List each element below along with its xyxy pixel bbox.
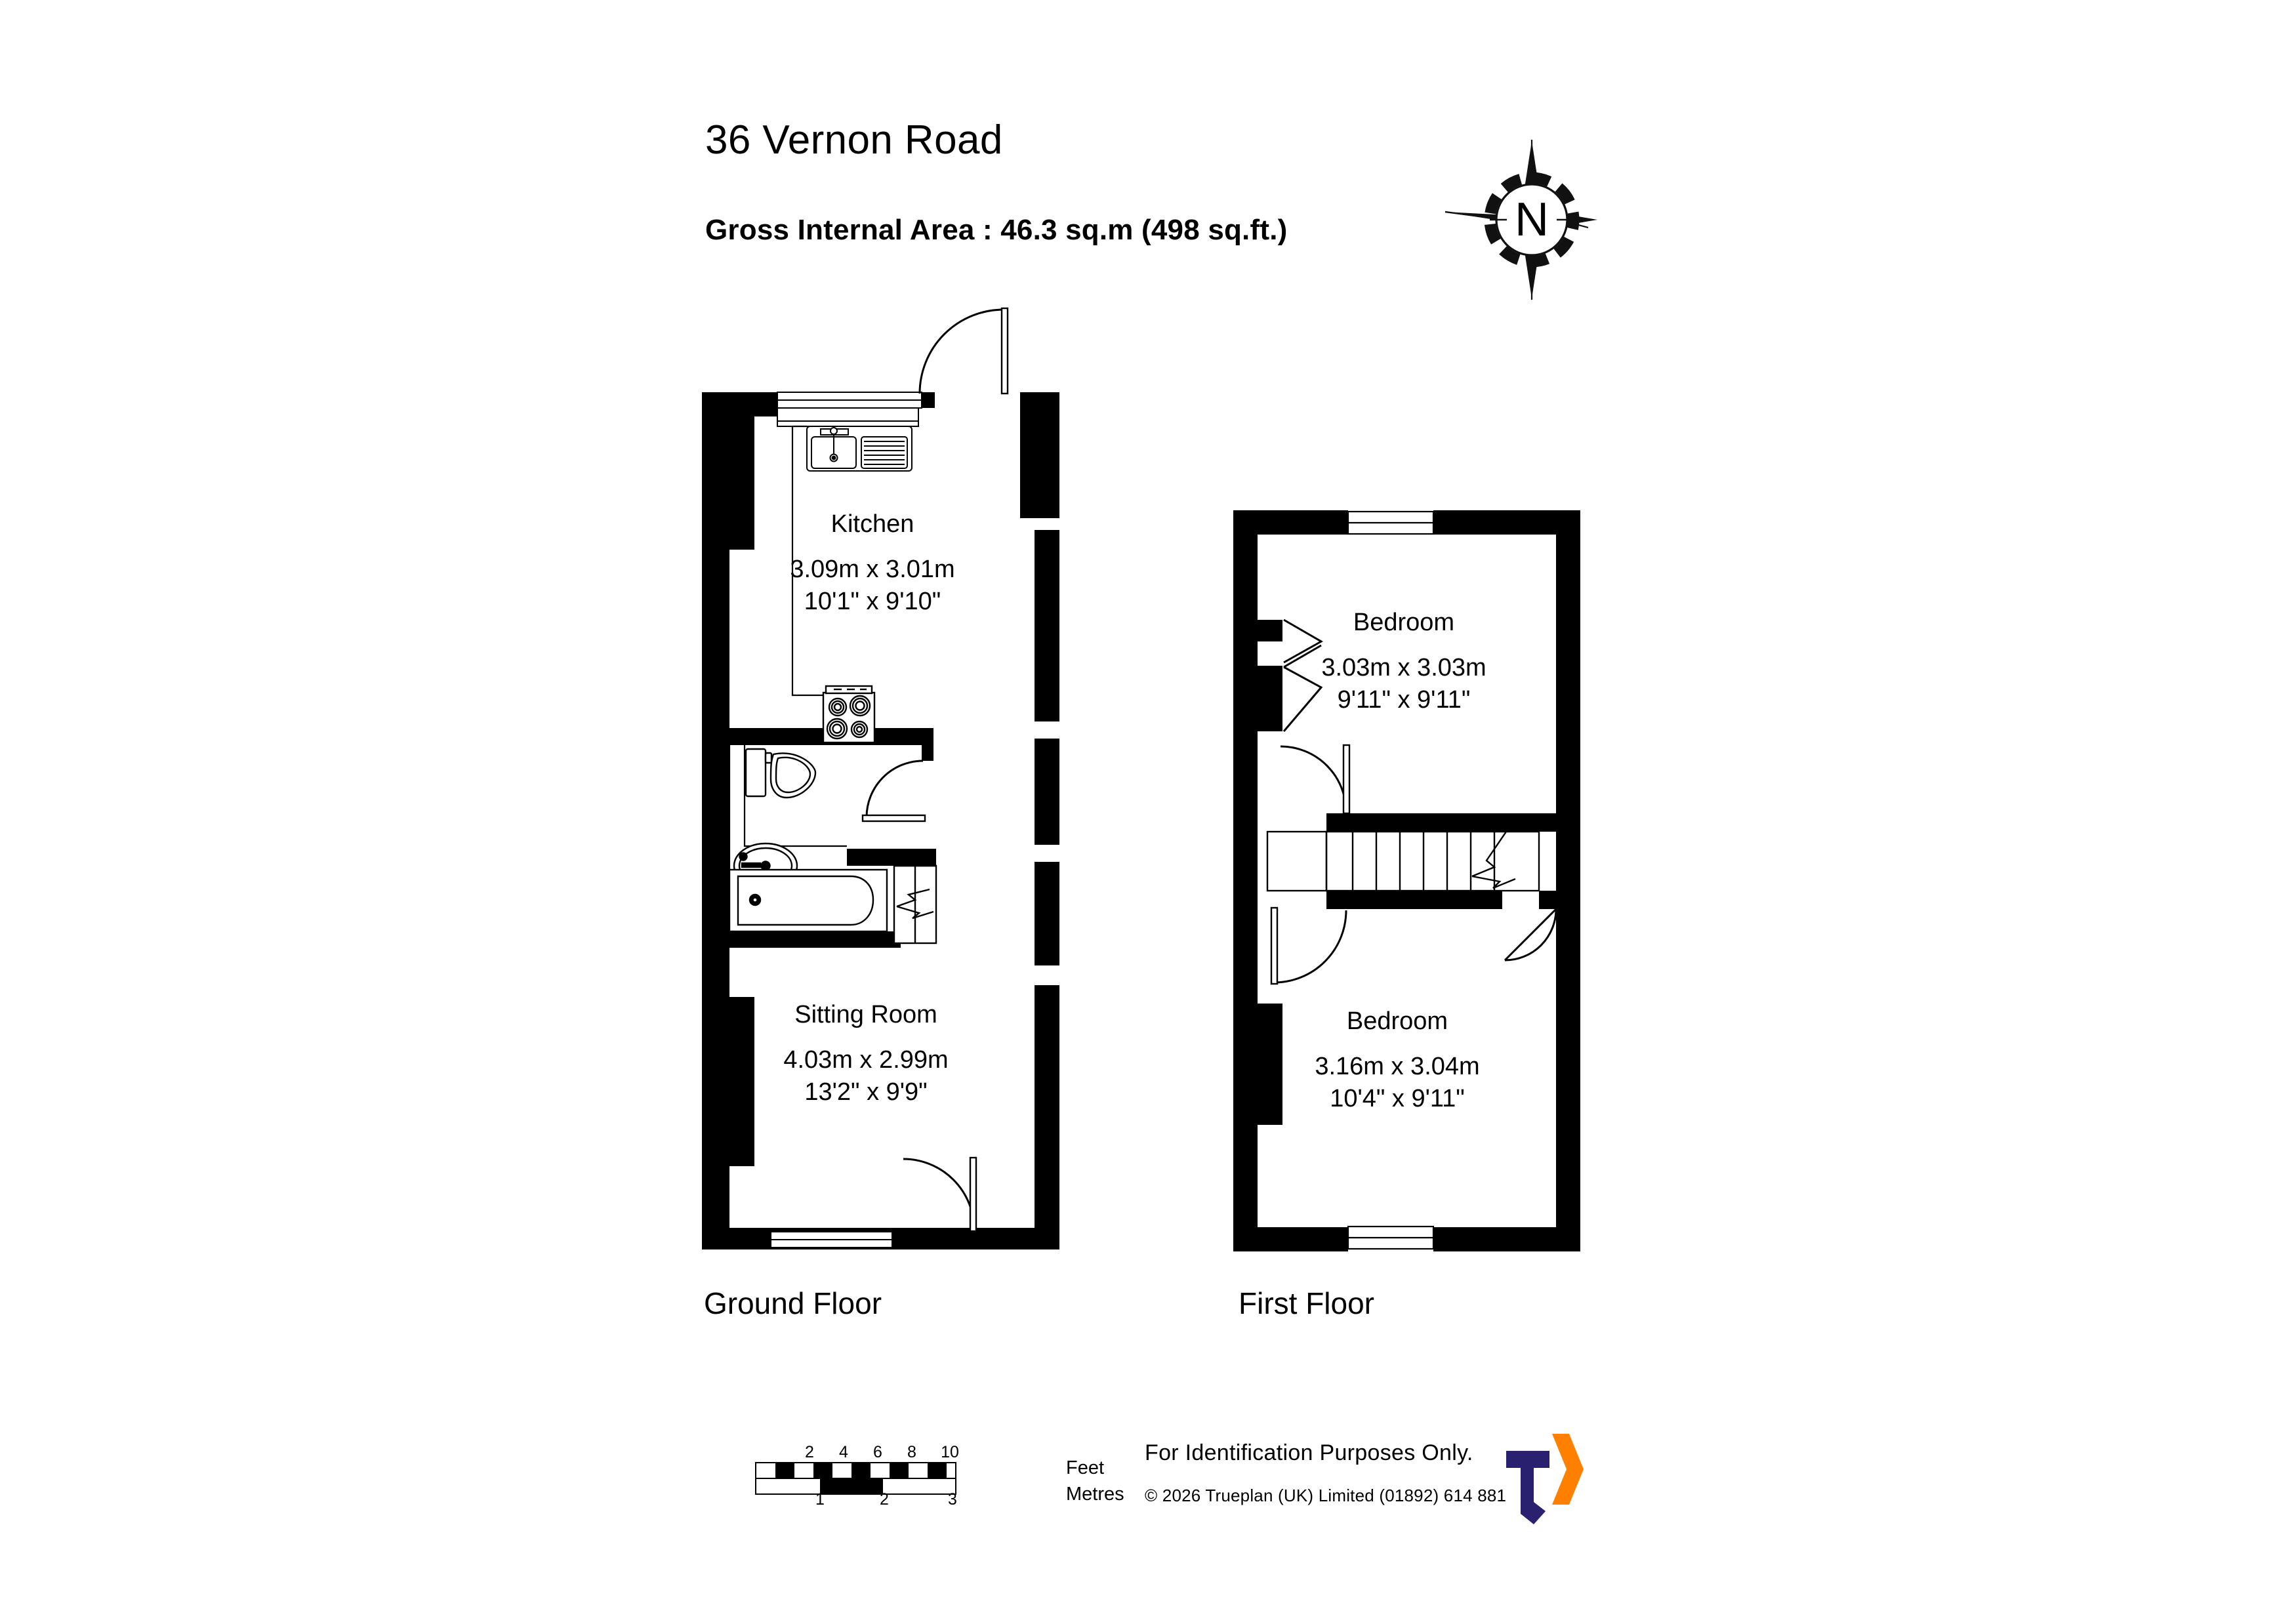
kitchen-inner-outline (791, 425, 823, 697)
scale-bar: 2 4 6 8 10 1 2 (748, 1443, 1050, 1509)
first-floor-doors (1270, 619, 1557, 985)
gross-internal-area-text: Gross Internal Area : 46.3 sq.m (498 sq.… (705, 214, 1288, 246)
copyright-text: © 2026 Trueplan (UK) Limited (01892) 614… (1145, 1486, 1507, 1505)
scale-metres-tick: 3 (948, 1490, 957, 1506)
disclaimer-text: For Identification Purposes Only. (1145, 1440, 1473, 1465)
kitchen-counter (777, 407, 919, 427)
sink-icon (806, 426, 912, 472)
scale-feet-bar (755, 1462, 956, 1479)
room-name: Kitchen (830, 510, 914, 538)
scale-feet-label: Feet (1066, 1457, 1105, 1478)
room-name: Sitting Room (794, 1001, 937, 1028)
room-label-kitchen: Kitchen 3.09m x 3.01m 10'1" x 9'10" (768, 512, 977, 619)
room-dim-imperial: 13'2" x 9'9" (804, 1078, 928, 1106)
room-dim-metric: 4.03m x 2.99m (783, 1046, 949, 1074)
stairs-down-icon (893, 864, 937, 944)
first-floor-walls (1233, 510, 1580, 1251)
scale-metres-tick: 2 (880, 1490, 889, 1506)
room-label-bedroom-1: Bedroom 3.03m x 3.03m 9'11" x 9'11" (1292, 610, 1515, 717)
room-dim-imperial: 9'11" x 9'11" (1337, 686, 1471, 714)
ground-floor-doors (861, 307, 1009, 1232)
logo-chevron-icon (1552, 1434, 1584, 1505)
room-label-sitting-room: Sitting Room 4.03m x 2.99m 13'2" x 9'9" (751, 1002, 981, 1109)
floor-caption-ground: Ground Floor (704, 1286, 882, 1320)
hob-icon (822, 685, 876, 744)
scale-feet-tick: 8 (907, 1443, 916, 1461)
ground-floor-windows (770, 392, 922, 1248)
page-title: 36 Vernon Road (705, 117, 1003, 163)
legal-block: For Identification Purposes Only. © 2026… (1145, 1440, 1506, 1506)
scale-metres-label: Metres (1066, 1484, 1124, 1505)
compass-north-label: N (1515, 193, 1549, 246)
trueplan-logo (1501, 1431, 1586, 1530)
first-floor-plan (1228, 505, 1586, 1256)
scale-unit-labels: Feet Metres (1066, 1455, 1124, 1507)
room-dim-imperial: 10'4" x 9'11" (1330, 1085, 1465, 1113)
room-dim-metric: 3.09m x 3.01m (790, 556, 955, 583)
ground-floor-window-gaps (1035, 518, 1061, 985)
room-dim-metric: 3.03m x 3.03m (1321, 654, 1486, 681)
scale-feet-tick: 10 (941, 1443, 959, 1461)
room-name: Bedroom (1353, 609, 1455, 636)
first-floor-windows (1347, 510, 1435, 1250)
wc-icon (745, 748, 817, 799)
scale-metres-bar (755, 1478, 956, 1495)
stairs-up-icon (1266, 830, 1540, 892)
logo-t-icon (1506, 1451, 1549, 1524)
room-dim-imperial: 10'1" x 9'10" (804, 588, 941, 616)
bath-icon (728, 868, 888, 933)
room-name: Bedroom (1346, 1007, 1448, 1035)
compass-rose: N (1433, 134, 1630, 305)
room-label-bedroom-2: Bedroom 3.16m x 3.04m 10'4" x 9'11" (1286, 1009, 1509, 1116)
floor-caption-first: First Floor (1239, 1286, 1374, 1320)
scale-metres-tick: 1 (815, 1490, 825, 1506)
scale-feet-tick: 4 (839, 1443, 848, 1461)
ground-floor-plan (692, 302, 1061, 1259)
scale-feet-tick: 6 (873, 1443, 882, 1461)
scale-feet-tick: 2 (805, 1443, 814, 1461)
room-dim-metric: 3.16m x 3.04m (1315, 1053, 1480, 1080)
